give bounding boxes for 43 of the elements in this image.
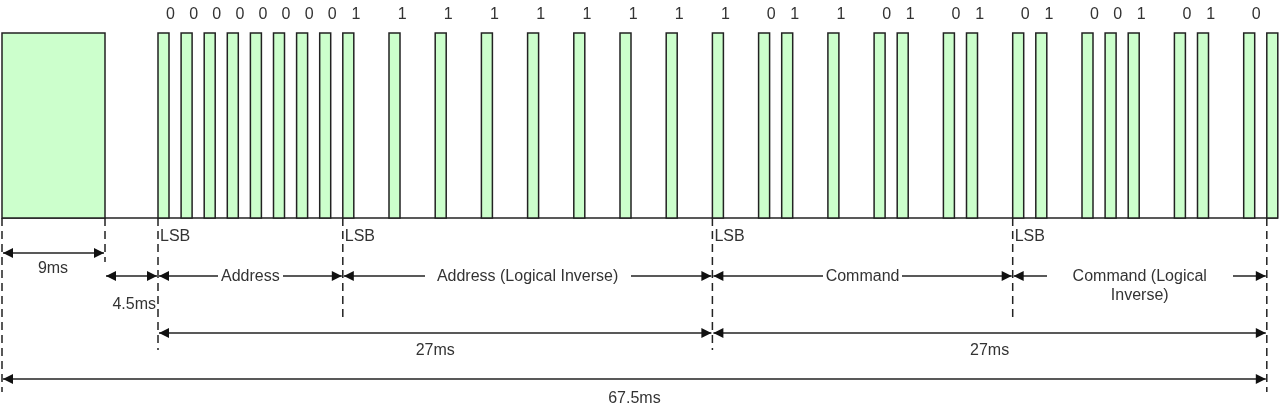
bit-value: 1 [1044,4,1054,24]
bit-value: 0 [1020,4,1030,24]
dimension-label: 4.5ms [112,294,156,314]
bit-value: 1 [674,4,684,24]
bit-value: 1 [1136,4,1146,24]
dimension-label: 27ms [415,340,455,360]
bit-value: 1 [905,4,915,24]
bit-value: 1 [582,4,592,24]
bit-value: 1 [397,4,407,24]
bit-value: 0 [1113,4,1123,24]
lsb-label: LSB [160,226,191,246]
bit-value: 0 [304,4,314,24]
bit-value: 0 [1251,4,1261,24]
bit-value: 0 [166,4,175,24]
bit-value: 1 [628,4,638,24]
dimension-label: 27ms [970,340,1010,360]
dimension-label: Address (Logical Inverse) [424,266,631,286]
bit-value: 1 [975,4,985,24]
bit-value: 1 [721,4,730,24]
lsb-label: LSB [714,226,745,246]
bit-value: 0 [258,4,268,24]
bit-value: 0 [882,4,892,24]
lsb-label: LSB [344,226,376,246]
bit-value: 0 [212,4,222,24]
bit-value: 0 [1182,4,1192,24]
dimension-label: Command (Logical Inverse) [1046,266,1233,305]
bit-value: 1 [1206,4,1216,24]
bit-value: 1 [536,4,546,24]
bit-value: 1 [443,4,453,24]
lsb-label: LSB [1014,226,1045,246]
bit-value: 1 [790,4,800,24]
bit-value: 1 [351,4,361,24]
bit-value: 0 [1090,4,1099,24]
dimension-label: 9ms [37,258,69,278]
bit-value: 0 [327,4,337,24]
dimension-label: 67.5ms [608,388,661,408]
bit-value: 0 [766,4,776,24]
bit-value: 0 [235,4,245,24]
bit-value: 0 [951,4,961,24]
bit-value: 1 [836,4,846,24]
bit-value: 1 [490,4,499,24]
bit-value: 0 [281,4,291,24]
bit-value: 0 [189,4,199,24]
